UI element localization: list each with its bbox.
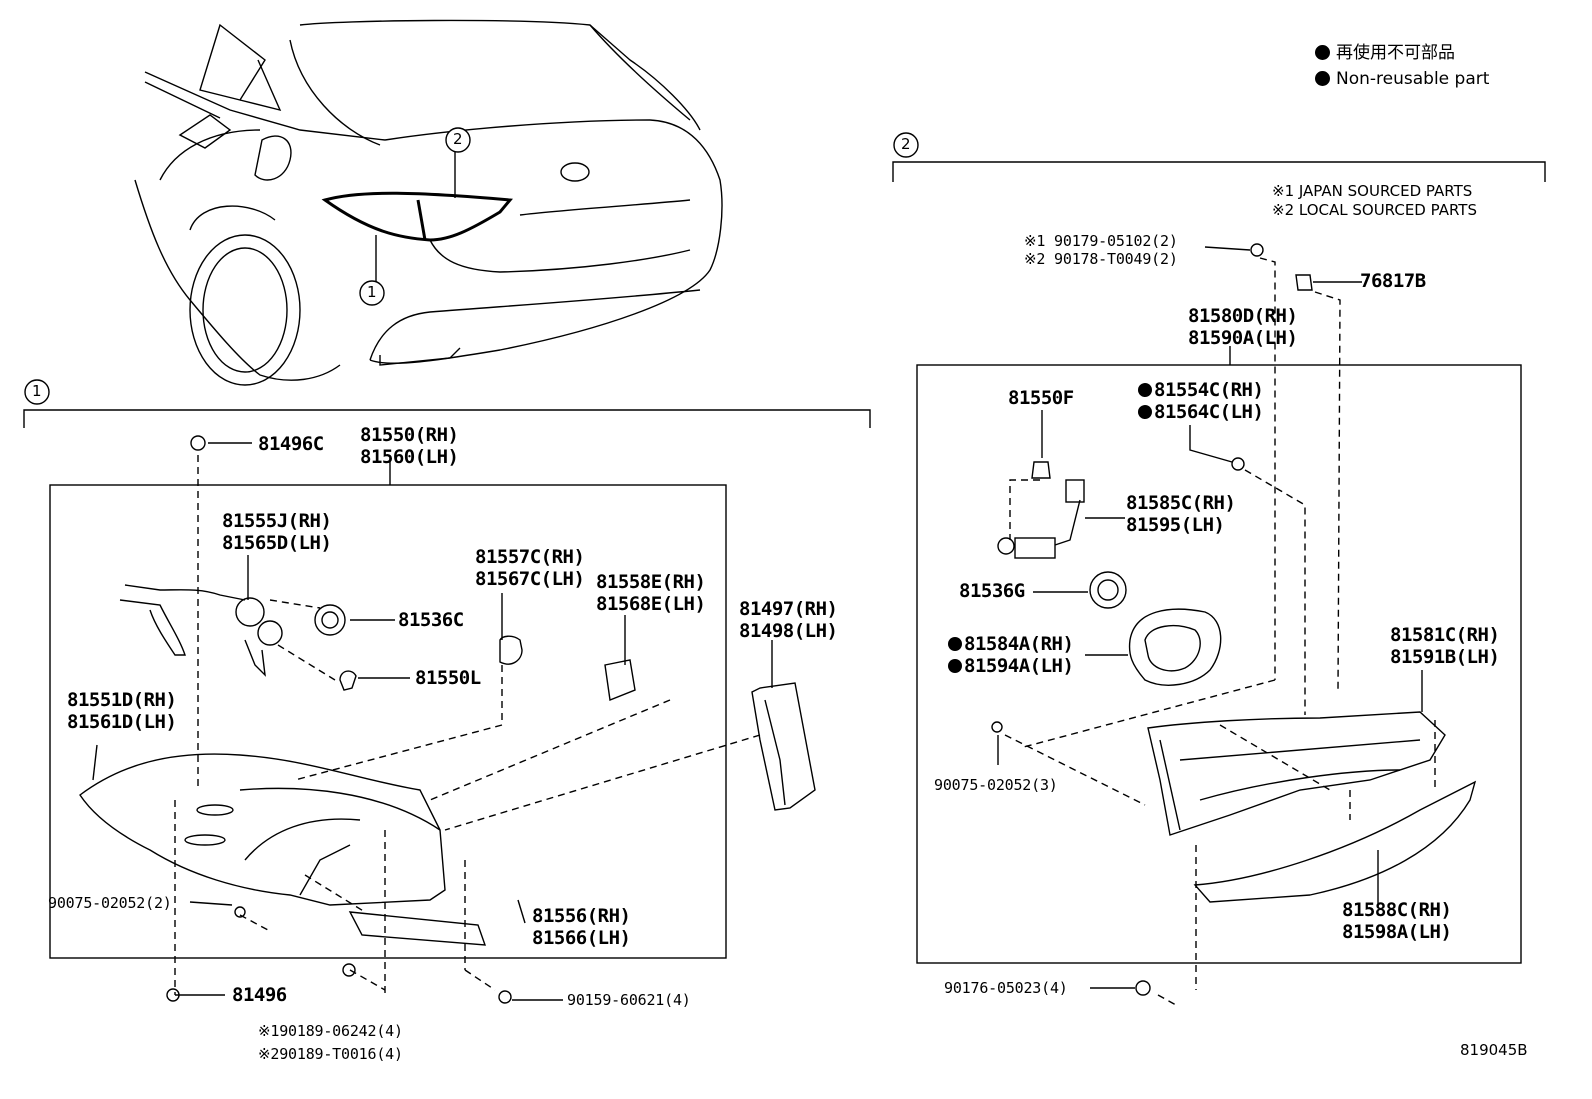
- part-81550: 81550(RH) 81560(LH): [360, 424, 459, 468]
- source-note-2: ※2 LOCAL SOURCED PARTS: [1272, 201, 1477, 219]
- non-reusable-dot-icon: [1138, 405, 1152, 419]
- part-81584A-label: 81584A(RH): [964, 633, 1074, 655]
- part-90176: 90176-05023(4): [944, 979, 1068, 997]
- part-81564C: 81564C(LH): [1138, 401, 1264, 423]
- part-81554C: 81554C(RH): [1138, 379, 1264, 401]
- part-81550F: 81550F: [1008, 387, 1074, 409]
- non-reusable-dot-icon: [1138, 383, 1152, 397]
- car-illustration: [134, 19, 723, 386]
- non-reusable-dot-icon: [1315, 71, 1330, 86]
- legend-line2: Non-reusable part: [1336, 69, 1490, 89]
- callout-2-section: 2: [901, 135, 911, 153]
- callout-1-car: 1: [367, 283, 377, 301]
- part-81564C-label: 81564C(LH): [1154, 401, 1264, 423]
- part-81556: 81556(RH) 81566(LH): [532, 905, 631, 949]
- legend-japanese: 再使用不可部品: [1315, 40, 1455, 66]
- part-81536G: 81536G: [959, 580, 1025, 602]
- source-note-1: ※1 JAPAN SOURCED PARTS: [1272, 182, 1473, 200]
- part-81536C: 81536C: [398, 609, 464, 631]
- part-81551D: 81551D(RH) 81561D(LH): [67, 689, 177, 733]
- part-81588C: 81588C(RH) 81598A(LH): [1342, 899, 1452, 943]
- callout-2-car: 2: [453, 130, 463, 148]
- part-90159: 90159-60621(4): [567, 991, 691, 1009]
- non-reusable-dot-icon: [948, 637, 962, 651]
- part-81496: 81496: [232, 984, 287, 1006]
- non-reusable-dot-icon: [948, 659, 962, 673]
- non-reusable-dot-icon: [1315, 45, 1330, 60]
- part-81594A: 81594A(LH): [948, 655, 1074, 677]
- part-90075-section1: 90075-02052(2): [48, 894, 172, 912]
- diagram-reference-code: 819045B: [1460, 1041, 1528, 1059]
- legend-line1: 再使用不可部品: [1336, 43, 1455, 63]
- part-81581C: 81581C(RH) 81591B(LH): [1390, 624, 1500, 668]
- part-90075-section2: 90075-02052(3): [934, 776, 1058, 794]
- part-81558E: 81558E(RH) 81568E(LH): [596, 571, 706, 615]
- part-81557C: 81557C(RH) 81567C(LH): [475, 546, 585, 590]
- part-90189: ※190189-06242(4) ※290189-T0016(4): [258, 1022, 403, 1063]
- part-81555J: 81555J(RH) 81565D(LH): [222, 510, 332, 554]
- part-76817B: 76817B: [1360, 270, 1426, 292]
- part-81580D: 81580D(RH) 81590A(LH): [1188, 305, 1298, 349]
- part-81497: 81497(RH) 81498(LH): [739, 598, 838, 642]
- part-81496C: 81496C: [258, 433, 324, 455]
- callout-1-section: 1: [32, 382, 42, 400]
- part-81554C-label: 81554C(RH): [1154, 379, 1264, 401]
- part-81585C: 81585C(RH) 81595(LH): [1126, 492, 1236, 536]
- part-81594A-label: 81594A(LH): [964, 655, 1074, 677]
- part-81550L: 81550L: [415, 667, 481, 689]
- legend-english: Non-reusable part: [1315, 66, 1489, 92]
- part-81584A: 81584A(RH): [948, 633, 1074, 655]
- part-90179: ※1 90179-05102(2) ※2 90178-T0049(2): [1024, 232, 1178, 268]
